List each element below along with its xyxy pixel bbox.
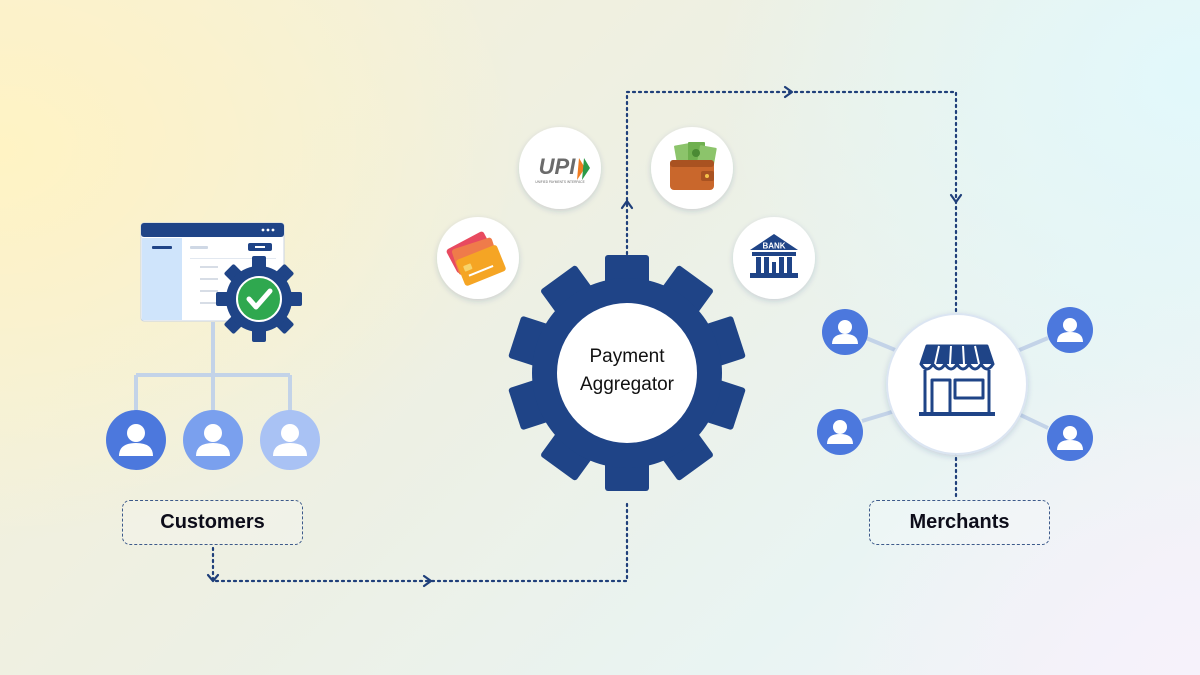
payment-aggregator-gear-icon [508,255,746,491]
credit-cards-bubble [437,217,519,299]
arrow-head-up-icon [620,199,634,210]
bank-label: BANK [762,242,785,251]
customer-to-aggregator-arrow [211,498,629,583]
wallet-icon [670,142,717,190]
arrow-head-down-icon [949,193,963,204]
merchant-store-bubble [886,313,1028,455]
arrow-heads [206,85,963,588]
customer-user-icon [260,410,320,470]
merchants-label: Merchants [869,500,1050,545]
check-icon [236,276,282,322]
arrow-head-down-icon [206,573,220,583]
aggregator-label-line2: Aggregator [579,374,674,395]
arrow-head-right-icon [783,85,794,99]
upi-bubble: UPI UNIFIED PAYMENTS INTERFACE [519,127,601,209]
bank-bubble: BANK [733,217,815,299]
customers-label: Customers [122,500,303,545]
merchant-user-icon [1047,415,1093,461]
customer-user-icon [183,410,243,470]
customer-dashboard-illustration [140,222,302,342]
browser-sidebar [142,238,182,320]
upi-subtitle: UNIFIED PAYMENTS INTERFACE [535,180,584,184]
bank-icon: BANK [750,234,798,278]
storefront-icon [919,344,995,416]
merchant-user-icon [1047,307,1093,353]
aggregator-label: Payment Aggregator [557,343,697,399]
customer-tree-lines [134,322,292,412]
customer-user-icon [106,410,166,470]
upi-logo-text: UPI [539,154,577,179]
merchant-user-icon [817,409,863,455]
merchant-user-icon [822,309,868,355]
aggregator-hub [557,303,697,443]
aggregator-label-line1: Payment [589,346,665,367]
settings-gear-icon [216,256,302,342]
upi-logo: UPI UNIFIED PAYMENTS INTERFACE [535,154,590,184]
browser-titlebar [141,223,284,237]
credit-cards-icon [446,231,506,286]
wallet-bubble [651,127,733,209]
arrow-head-right-icon [422,574,433,588]
